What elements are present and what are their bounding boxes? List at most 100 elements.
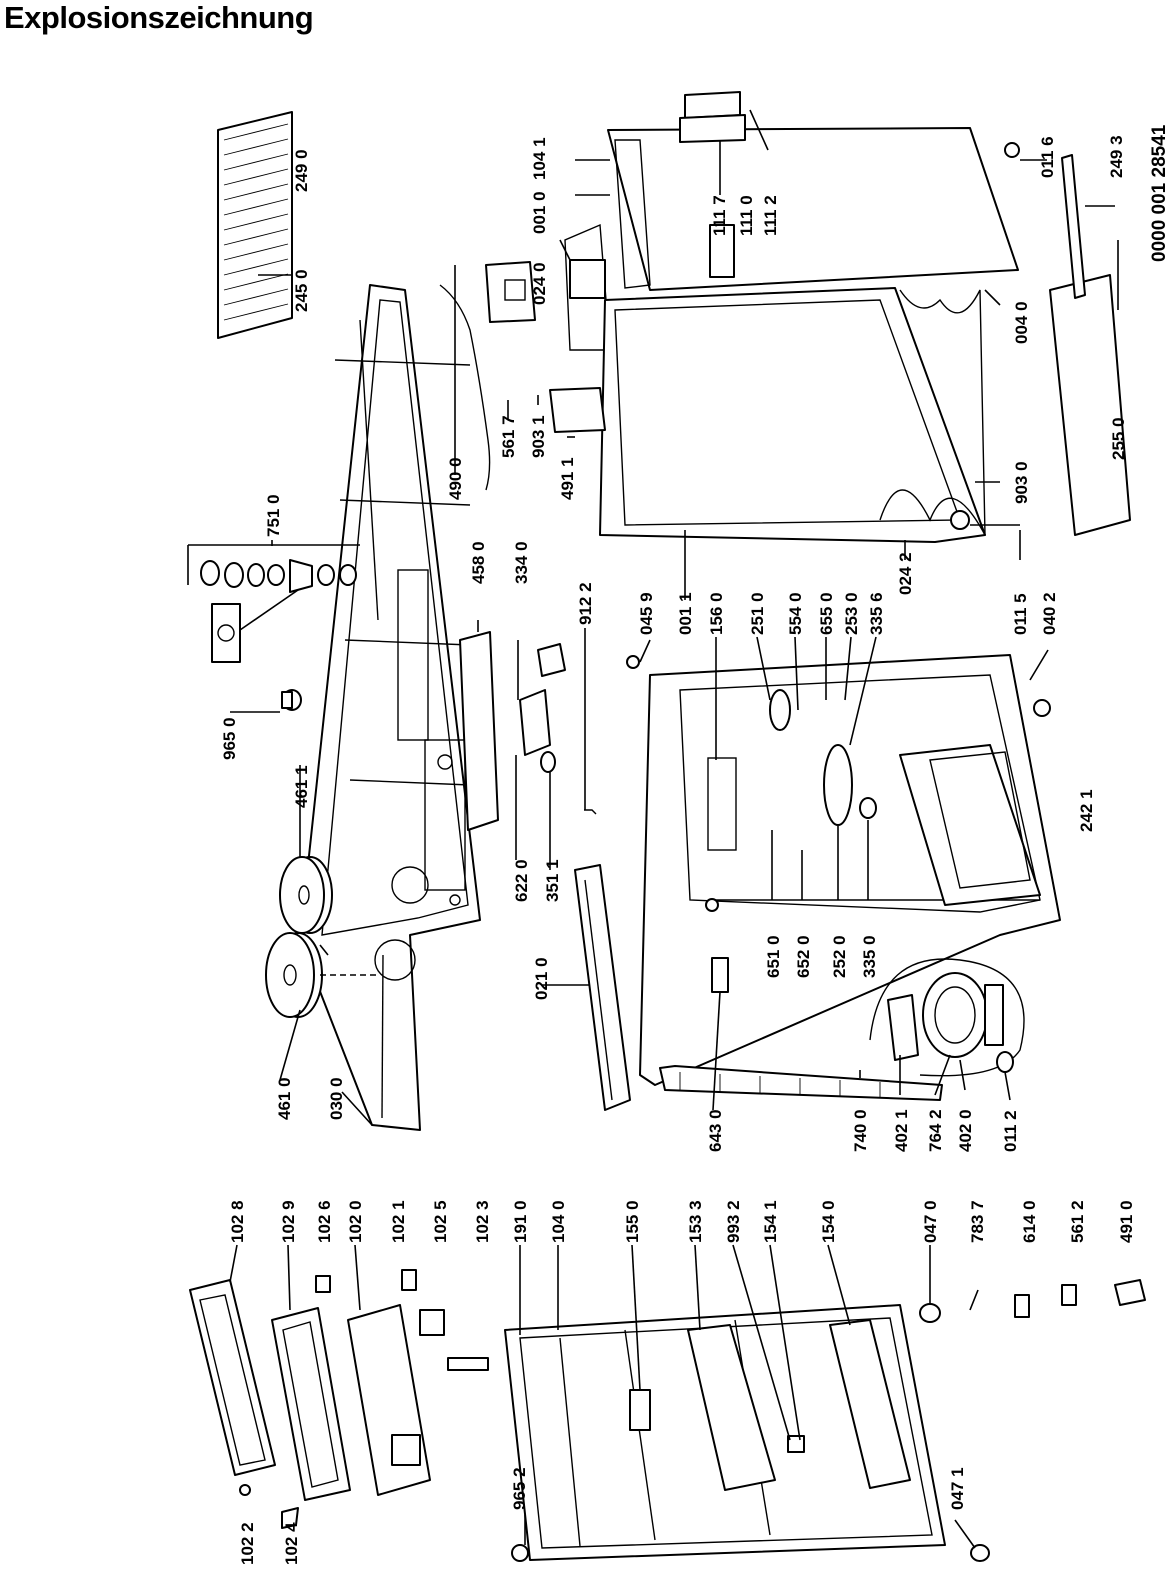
part-label: 740 0 (851, 1109, 870, 1152)
part-label: 102 8 (228, 1200, 247, 1243)
page-title: Explosionszeichnung (4, 0, 314, 35)
knob-part (281, 689, 302, 711)
shelf-strip-part (1061, 154, 1086, 299)
part-label: 047 1 (948, 1467, 967, 1510)
part-label: 614 0 (1020, 1200, 1039, 1243)
part-label: 249 0 (292, 149, 311, 192)
condenser-part (659, 1065, 943, 1101)
door-frame-part (504, 1304, 946, 1561)
glass-shelf-part (1049, 274, 1131, 536)
part-number-labels: 249 0 245 0 751 0 965 0 461 1 461 0 030 … (220, 124, 1170, 1565)
power-cable-part (439, 261, 606, 491)
part-label: 561 2 (1068, 1200, 1087, 1243)
worktop-cover-part (299, 284, 481, 1131)
part-label: 255 0 (1109, 417, 1128, 460)
clip-part (711, 957, 729, 993)
part-label: 491 0 (1117, 1200, 1136, 1243)
part-label: 912 2 (576, 582, 595, 625)
part-label: 965 0 (220, 717, 239, 760)
lower-door-part (189, 1269, 489, 1501)
part-label: 024 2 (896, 552, 915, 595)
part-label: 102 9 (279, 1200, 298, 1243)
part-label: 047 0 (921, 1200, 940, 1243)
part-label: 993 2 (724, 1200, 743, 1243)
small-fittings-part (239, 1279, 1146, 1562)
part-label: 751 0 (264, 494, 283, 537)
part-label: 554 0 (786, 592, 805, 635)
part-label: 102 3 (473, 1200, 492, 1243)
part-label: 253 0 (842, 592, 861, 635)
part-label: 461 1 (292, 765, 311, 808)
part-label: 153 3 (686, 1200, 705, 1243)
document-number: 0000 001 28541 (1149, 124, 1170, 262)
part-label: 655 0 (817, 592, 836, 635)
part-label: 155 0 (623, 1200, 642, 1243)
part-label: 249 3 (1107, 135, 1126, 178)
part-label: 335 0 (860, 935, 879, 978)
part-label: 351 1 (543, 859, 562, 902)
part-label: 652 0 (794, 935, 813, 978)
part-label: 011 6 (1038, 136, 1057, 178)
part-label: 102 6 (315, 1200, 334, 1243)
part-label: 001 1 (676, 592, 695, 635)
part-label: 252 0 (830, 935, 849, 978)
part-label: 111 0 (737, 195, 756, 236)
part-label: 102 1 (389, 1200, 408, 1243)
part-label: 102 0 (346, 1200, 365, 1243)
part-label: 021 0 (532, 957, 551, 1000)
foot-part (1004, 142, 1020, 158)
part-label: 903 1 (529, 415, 548, 458)
part-label: 402 0 (956, 1109, 975, 1152)
compressor-part (869, 958, 1025, 1077)
part-label: 643 0 (706, 1109, 725, 1152)
foot-part (950, 510, 970, 530)
part-label: 156 0 (707, 592, 726, 635)
part-label: 001 0 (530, 191, 549, 234)
foot-part (1033, 699, 1051, 717)
part-label: 335 6 (867, 592, 886, 635)
part-label: 965 2 (510, 1467, 529, 1510)
part-label: 102 5 (431, 1200, 450, 1243)
part-label: 011 2 (1001, 1110, 1020, 1152)
part-label: 491 1 (558, 457, 577, 500)
part-label: 251 0 (748, 592, 767, 635)
part-label: 102 4 (282, 1522, 301, 1565)
part-label: 764 2 (926, 1109, 945, 1152)
inner-panel-part (599, 287, 986, 543)
part-label: 045 9 (637, 592, 656, 635)
part-label: 242 1 (1077, 789, 1096, 832)
part-label: 903 0 (1012, 461, 1031, 504)
part-label: 622 0 (512, 859, 531, 902)
rail-part (574, 864, 631, 1111)
part-label: 030 0 (327, 1077, 346, 1120)
foot-part (626, 655, 640, 669)
part-label: 561 7 (499, 415, 518, 458)
cabinet-body-part (639, 654, 1061, 1086)
part-label: 402 1 (892, 1109, 911, 1152)
part-label: 490 0 (446, 457, 465, 500)
part-label: 334 0 (512, 541, 531, 584)
part-label: 651 0 (764, 935, 783, 978)
part-label: 011 5 (1011, 593, 1030, 635)
part-label: 004 0 (1012, 301, 1031, 344)
part-label: 024 0 (530, 262, 549, 305)
wire-shelf-part (217, 111, 293, 339)
part-label: 154 1 (761, 1200, 780, 1243)
part-label: 102 2 (238, 1522, 257, 1565)
part-label: 040 2 (1040, 592, 1059, 635)
part-label: 104 0 (549, 1200, 568, 1243)
part-label: 461 0 (275, 1077, 294, 1120)
part-label: 191 0 (511, 1200, 530, 1243)
burner-cap-part (265, 856, 378, 1018)
part-label: 104 1 (530, 137, 549, 180)
control-parts (459, 631, 597, 831)
part-label: 111 2 (761, 195, 780, 236)
part-label: 111 7 (710, 195, 729, 236)
burner-assembly-part (187, 544, 360, 663)
part-label: 783 7 (968, 1200, 987, 1243)
leader-lines (229, 109, 1119, 1549)
part-label: 458 0 (469, 541, 488, 584)
part-label: 154 0 (819, 1200, 838, 1243)
upper-door-part (564, 91, 1019, 351)
